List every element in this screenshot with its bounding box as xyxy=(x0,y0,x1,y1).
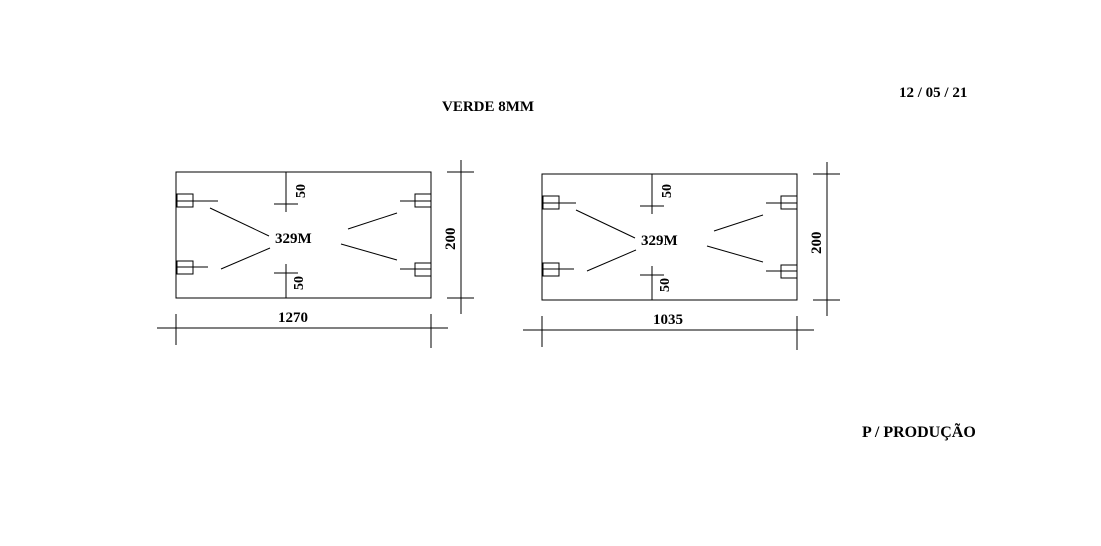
height-dimension xyxy=(813,162,840,316)
width-dimension xyxy=(523,316,814,350)
leader-lines xyxy=(575,209,764,272)
bottom-offset-label: 50 xyxy=(292,276,307,290)
hinge-top-left xyxy=(176,193,218,208)
hinge-bottom-left xyxy=(176,260,208,275)
glass-panel-2: 50 50 329M 1035 200 xyxy=(523,162,840,350)
bottom-offset-mark xyxy=(274,264,298,298)
top-offset-label: 50 xyxy=(660,184,675,198)
hinge-bottom-right xyxy=(766,264,798,279)
bottom-offset-mark xyxy=(640,266,664,300)
center-label: 329M xyxy=(641,233,678,249)
top-offset-mark xyxy=(640,174,664,214)
height-label: 200 xyxy=(809,232,825,255)
leader-lines xyxy=(209,207,398,270)
width-dimension xyxy=(157,314,448,348)
hinge-bottom-right xyxy=(400,262,432,277)
production-note: P / PRODUÇÃO xyxy=(862,422,976,441)
drawing-date: 12 / 05 / 21 xyxy=(899,85,967,101)
hinge-top-right xyxy=(766,195,798,210)
hinge-top-right xyxy=(400,193,432,208)
height-label: 200 xyxy=(443,228,459,251)
hinge-top-left xyxy=(542,195,576,210)
top-offset-mark xyxy=(274,172,298,212)
width-label: 1035 xyxy=(653,312,683,328)
bottom-offset-label: 50 xyxy=(658,278,673,292)
panel-outline xyxy=(541,173,798,301)
drawing-title: VERDE 8MM xyxy=(442,99,534,115)
hinge-bottom-left xyxy=(542,262,574,277)
top-offset-label: 50 xyxy=(294,184,309,198)
glass-panel-1: 50 50 329M 1270 200 xyxy=(157,160,474,348)
width-label: 1270 xyxy=(278,310,308,326)
height-dimension xyxy=(447,160,474,314)
panel-outline xyxy=(175,171,432,299)
center-label: 329M xyxy=(275,231,312,247)
